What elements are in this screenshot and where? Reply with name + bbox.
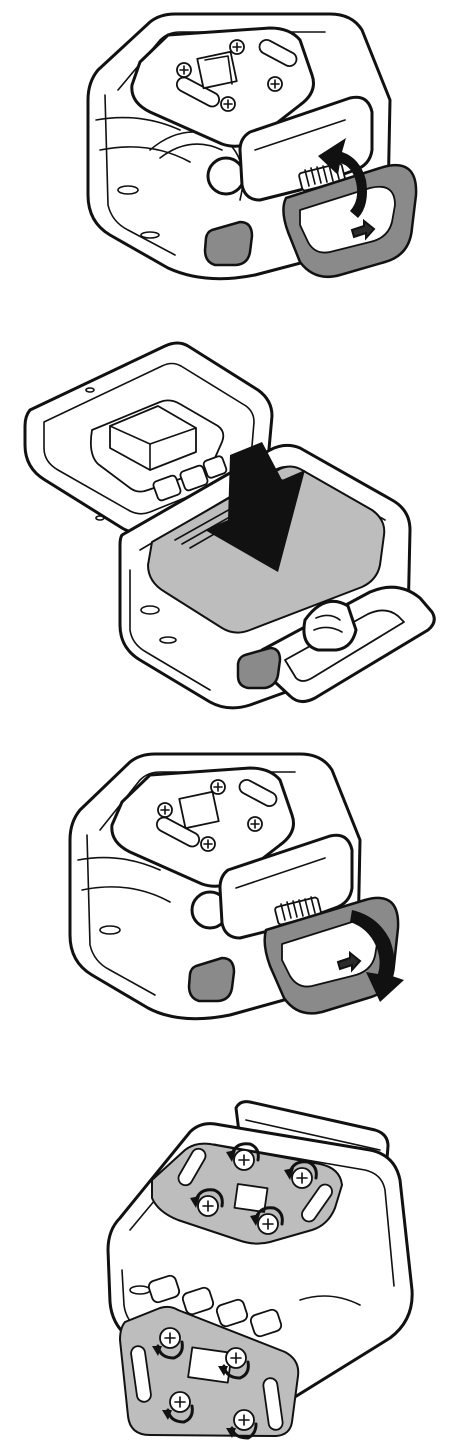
mount-plate-screws bbox=[197, 1149, 313, 1235]
step1-latch-open-illustration bbox=[86, 12, 418, 281]
arrow-curved-up-icon bbox=[318, 138, 367, 218]
arrow-down-icon bbox=[205, 442, 305, 572]
housing-side-button bbox=[203, 220, 254, 267]
rotate-counterclockwise-icons bbox=[190, 1142, 318, 1226]
step4-remove-screws-illustration bbox=[106, 1100, 414, 1440]
arrow-curved-down-icon bbox=[350, 910, 404, 1002]
housing-hinge bbox=[152, 455, 228, 502]
mount-plate-screws bbox=[176, 39, 283, 112]
back-door-screws bbox=[159, 1327, 255, 1431]
step2-insert-camera-illustration bbox=[23, 341, 436, 710]
housing-hinge bbox=[147, 1274, 283, 1338]
housing-side-button bbox=[187, 956, 236, 1003]
mount-plate bbox=[151, 1142, 343, 1245]
mount-plate bbox=[130, 26, 315, 148]
mount-plate-screws bbox=[157, 779, 263, 852]
latch-spring-open bbox=[302, 599, 358, 652]
housing-side-button bbox=[236, 646, 282, 690]
latch-buckle bbox=[282, 163, 418, 279]
step3-latch-close-illustration bbox=[68, 752, 404, 1021]
back-door-rotate-icons bbox=[152, 1340, 258, 1440]
mount-plate bbox=[110, 766, 295, 888]
